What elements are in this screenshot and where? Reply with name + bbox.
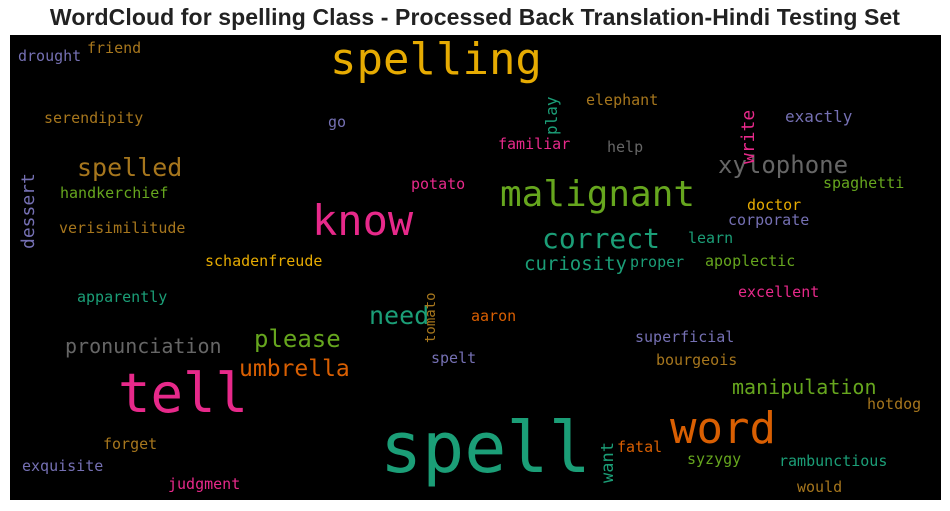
word-xylophone: xylophone (718, 151, 849, 179)
word-syzygy: syzygy (687, 450, 742, 468)
word-apoplectic: apoplectic (705, 252, 796, 270)
word-help: help (607, 138, 644, 156)
word-know: know (312, 196, 414, 245)
word-spelling: spelling (330, 35, 542, 85)
word-serendipity: serendipity (44, 109, 144, 127)
word-please: please (254, 325, 341, 353)
word-spelled: spelled (77, 153, 183, 182)
word-manipulation: manipulation (732, 375, 877, 399)
word-dessert: dessert (18, 172, 39, 249)
word-correct: correct (542, 222, 661, 255)
word-excellent: excellent (738, 283, 820, 301)
word-malignant: malignant (500, 174, 696, 215)
word-schadenfreude: schadenfreude (205, 252, 323, 270)
word-bourgeois: bourgeois (656, 351, 738, 369)
word-rambunctious: rambunctious (779, 452, 888, 470)
word-pronunciation: pronunciation (65, 334, 222, 358)
chart-title: WordCloud for spelling Class - Processed… (49, 4, 901, 30)
word-would: would (797, 478, 843, 496)
word-learn: learn (688, 229, 734, 247)
word-elephant: elephant (586, 91, 659, 109)
word-umbrella: umbrella (239, 356, 350, 382)
word-potato: potato (411, 175, 466, 193)
word-write: write (738, 109, 759, 164)
word-doctor: doctor (747, 196, 802, 214)
word-spaghetti: spaghetti (823, 174, 905, 192)
word-apparently: apparently (77, 288, 168, 306)
word-judgment: judgment (168, 475, 241, 493)
word-verisimilitude: verisimilitude (59, 219, 186, 237)
word-go: go (328, 113, 347, 131)
word-exquisite: exquisite (22, 457, 104, 475)
word-exactly: exactly (785, 107, 853, 126)
word-drought: drought (18, 47, 82, 65)
word-forget: forget (103, 435, 158, 453)
word-handkerchief: handkerchief (60, 184, 169, 202)
word-want: want (598, 441, 618, 483)
word-tomato: tomato (423, 292, 439, 344)
word-familiar: familiar (498, 135, 571, 153)
word-tell: tell (118, 362, 249, 425)
wordcloud-canvas: spell tell spelling know word malignant correc… (10, 35, 941, 500)
word-spelt: spelt (431, 349, 477, 367)
word-aaron: aaron (471, 307, 517, 325)
word-play: play (542, 96, 561, 136)
word-friend: friend (87, 39, 142, 57)
word-corporate: corporate (728, 211, 810, 229)
word-fatal: fatal (617, 438, 663, 456)
word-need: need (369, 301, 430, 330)
word-curiosity: curiosity (524, 253, 627, 275)
word-superficial: superficial (635, 328, 735, 346)
word-word: word (670, 403, 776, 454)
word-proper: proper (630, 253, 685, 271)
word-spell: spell (380, 407, 591, 489)
word-hotdog: hotdog (867, 395, 922, 413)
